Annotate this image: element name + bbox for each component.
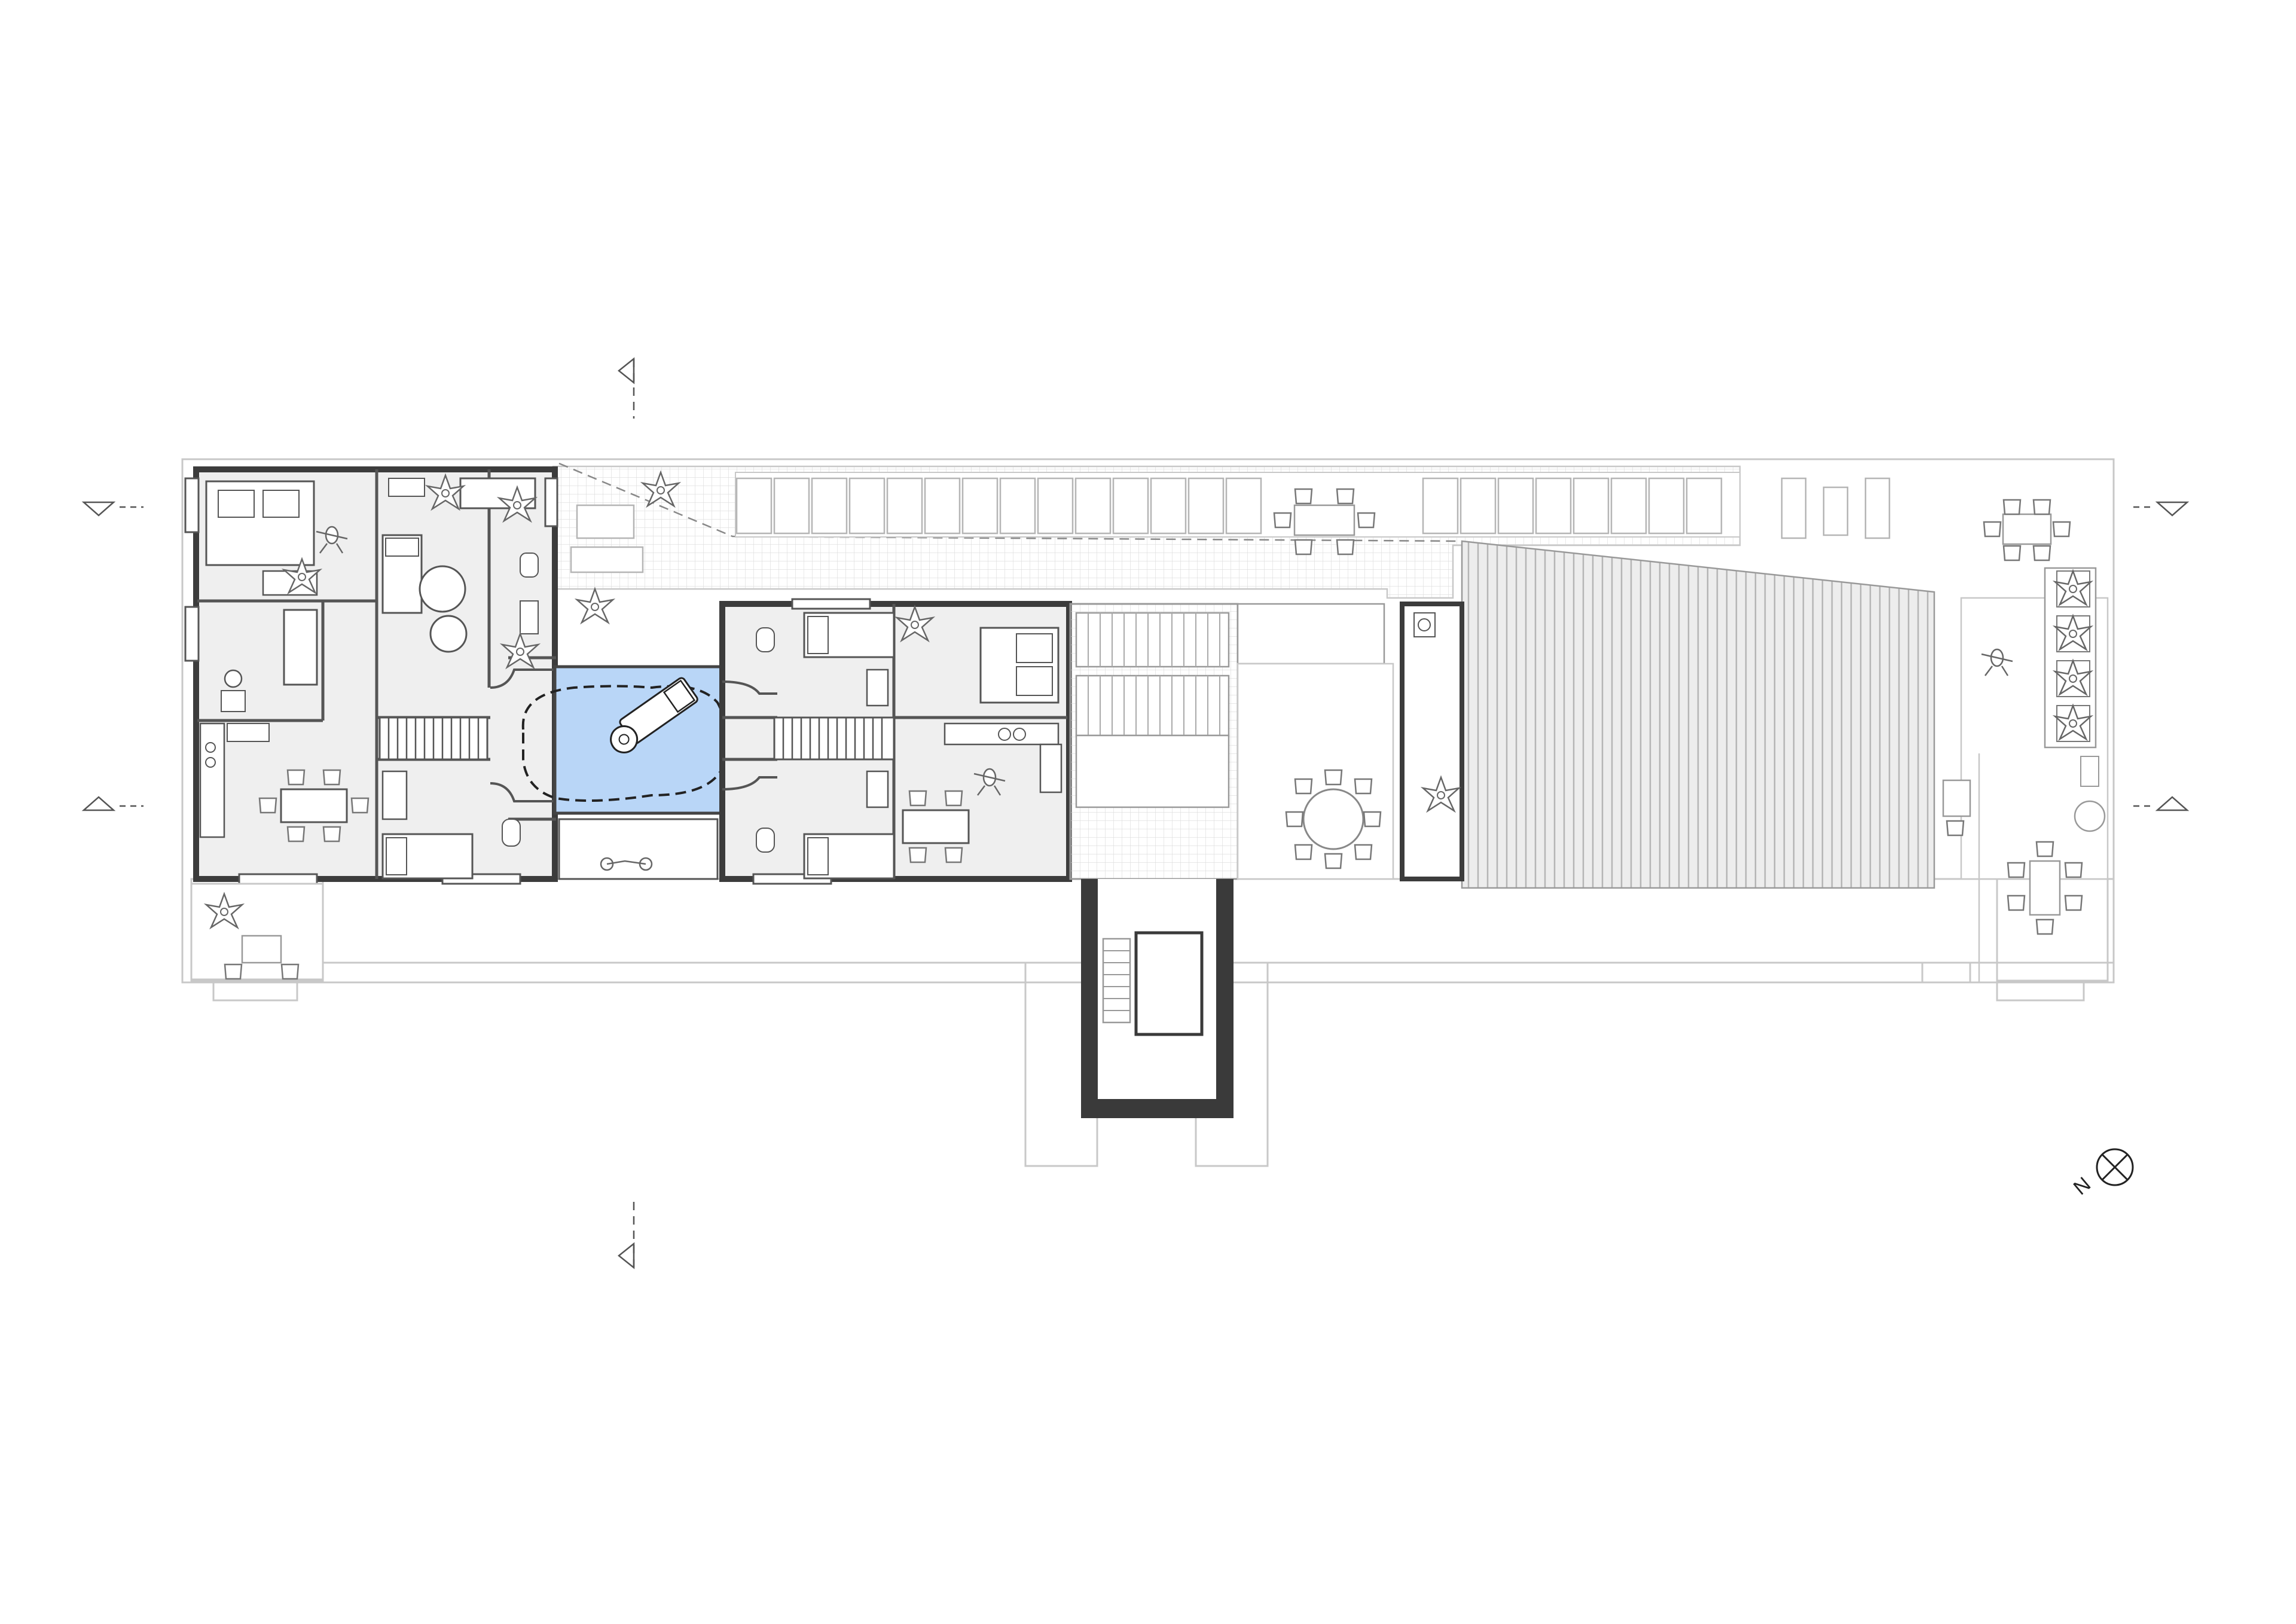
east-dining-table-north xyxy=(1983,499,2071,561)
apartment-west xyxy=(184,466,558,885)
plant-icon xyxy=(576,588,614,624)
central-staircase xyxy=(1069,603,1239,880)
terrace-sofa xyxy=(570,504,644,573)
stair-middle xyxy=(773,716,895,761)
round-table xyxy=(1285,769,1382,869)
north-terrace xyxy=(552,462,1891,645)
sun-lounger-row xyxy=(735,472,1891,539)
lounge-chair-icon xyxy=(610,677,698,753)
kitchen-counter xyxy=(944,722,1062,793)
planter-box xyxy=(2054,570,2092,742)
north-arrow: N xyxy=(2069,1148,2134,1199)
sloped-roof xyxy=(1461,540,1935,889)
dining-table xyxy=(258,769,370,842)
terrace-dining-table xyxy=(1273,488,1376,555)
west-balcony xyxy=(190,883,324,981)
stair-west xyxy=(378,716,488,761)
north-label: N xyxy=(2069,1173,2095,1199)
bed-single xyxy=(381,534,423,614)
kitchen-counter xyxy=(199,722,270,838)
double-bed xyxy=(205,480,315,566)
apartment-middle xyxy=(719,598,1072,885)
dining-table xyxy=(902,790,970,863)
east-dining-table-south xyxy=(2007,841,2083,935)
access-stair-tower xyxy=(1081,879,1234,1118)
common-room-east xyxy=(1236,602,1464,881)
pool-courtyard xyxy=(521,665,729,880)
section-markers xyxy=(81,357,2190,1269)
east-terrace xyxy=(1942,499,2109,982)
bicycle-icon xyxy=(600,857,653,871)
double-bed xyxy=(979,627,1060,704)
